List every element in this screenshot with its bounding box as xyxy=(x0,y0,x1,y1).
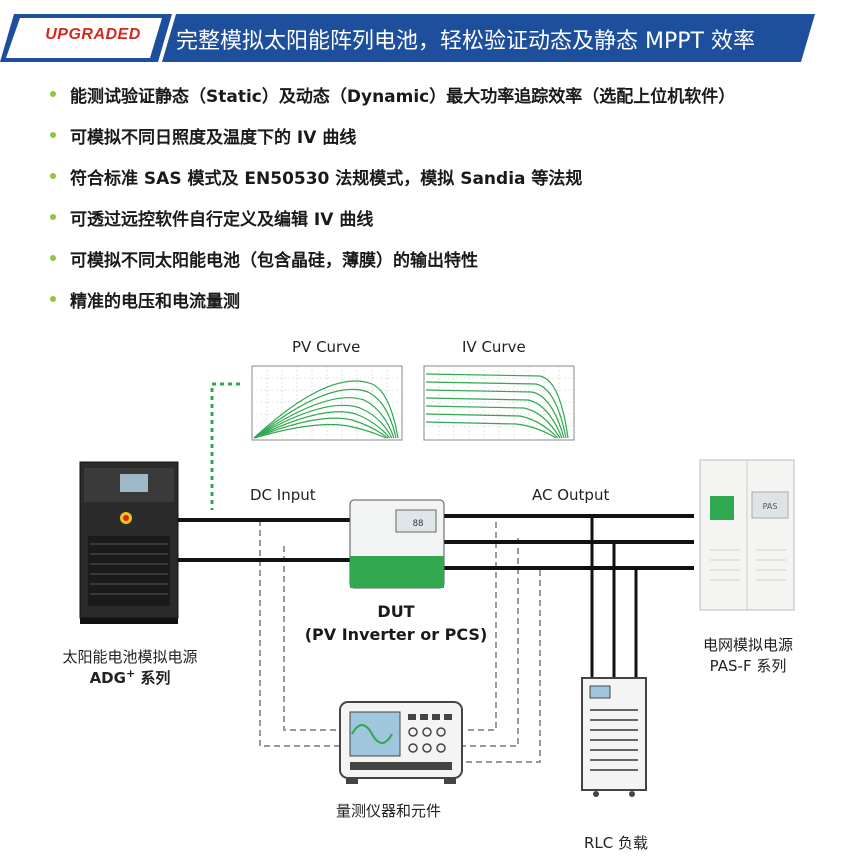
feature-list: 能测试验证静态（Static）及动态（Dynamic）最大功率追踪效率（选配上位… xyxy=(44,82,735,328)
feature-item: 能测试验证静态（Static）及动态（Dynamic）最大功率追踪效率（选配上位… xyxy=(44,82,735,123)
dut-label: DUT (PV Inverter or PCS) xyxy=(304,602,488,644)
oscilloscope xyxy=(339,701,463,784)
bullet-icon xyxy=(50,296,56,302)
feature-item: 精准的电压和电流量测 xyxy=(44,287,735,328)
bullet-icon xyxy=(50,173,56,179)
test-setup-diagram: 88 PAS xyxy=(0,330,847,868)
feature-item: 可模拟不同太阳能电池（包含晶硅，薄膜）的输出特性 xyxy=(44,246,735,287)
grid-simulator-label: 电网模拟电源 PAS-F 系列 xyxy=(702,636,793,675)
feature-item: 符合标准 SAS 模式及 EN50530 法规模式，模拟 Sandia 等法规 xyxy=(44,164,735,205)
bullet-icon xyxy=(50,132,56,138)
measurement-dashed-lines xyxy=(259,520,541,763)
feature-item: 可模拟不同日照度及温度下的 IV 曲线 xyxy=(44,123,735,164)
banner-shape xyxy=(0,14,815,62)
dc-input-lines xyxy=(178,518,350,562)
bullet-icon xyxy=(50,255,56,261)
dc-input-label: DC Input xyxy=(250,486,316,504)
solar-simulator-cabinet xyxy=(79,461,179,624)
rlc-load-label: RLC 负载 xyxy=(584,834,649,852)
upgraded-badge: UPGRADED xyxy=(45,26,141,43)
header-banner: UPGRADED 完整模拟太阳能阵列电池，轻松验证动态及静态 MPPT 效率 xyxy=(0,14,847,62)
rlc-lines xyxy=(590,516,638,678)
ac-output-label: AC Output xyxy=(532,486,610,504)
ac-output-lines xyxy=(444,514,694,570)
banner-title: 完整模拟太阳能阵列电池，轻松验证动态及静态 MPPT 效率 xyxy=(176,29,755,54)
iv-curve-label: IV Curve xyxy=(462,338,526,356)
svg-text:88: 88 xyxy=(413,519,424,529)
grid-simulator-cabinet: PAS xyxy=(699,459,795,611)
bullet-icon xyxy=(50,91,56,97)
rlc-load-cabinet xyxy=(581,677,647,797)
iv-curve-graph xyxy=(423,365,575,441)
pv-curve-label: PV Curve xyxy=(292,338,361,356)
dut-inverter: 88 xyxy=(349,499,445,589)
pv-curve-graph xyxy=(251,365,403,441)
bullet-icon xyxy=(50,214,56,220)
instrument-label: 量测仪器和元件 xyxy=(336,802,442,820)
diagram-graphics: 88 PAS xyxy=(79,365,795,797)
feature-item: 可透过远控软件自行定义及编辑 IV 曲线 xyxy=(44,205,735,246)
solar-simulator-label: 太阳能电池模拟电源 ADG+ 系列 xyxy=(62,648,198,687)
svg-text:PAS: PAS xyxy=(763,502,778,511)
graph-link-line xyxy=(210,382,240,510)
